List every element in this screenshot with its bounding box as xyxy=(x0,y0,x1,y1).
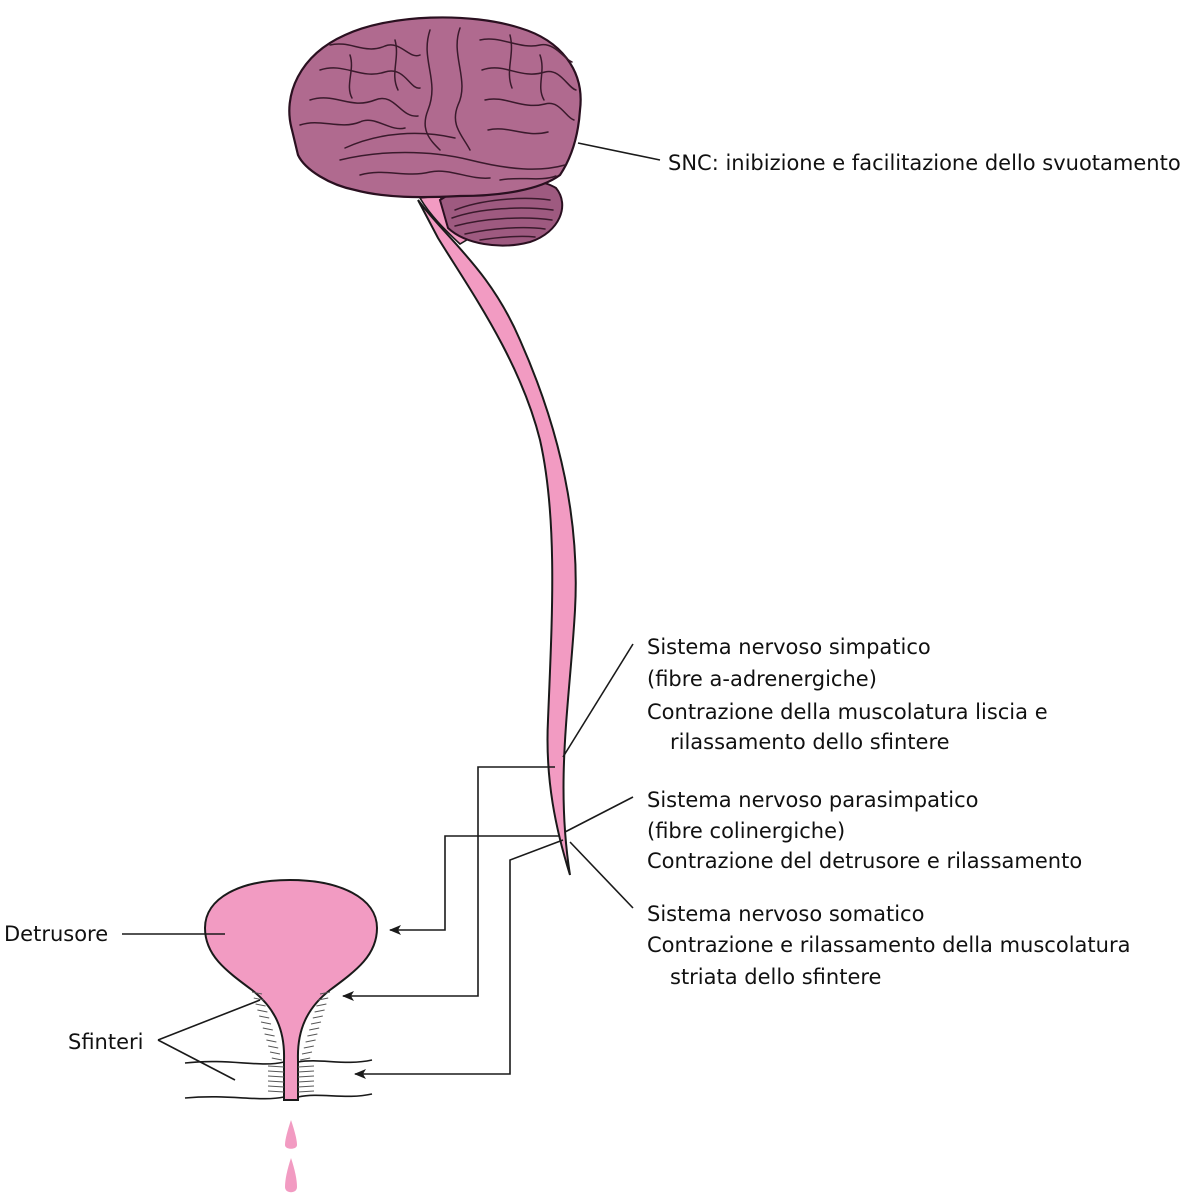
sfinteri-leader-line-1 xyxy=(157,999,261,1041)
label-parasimpatico-fibres: (fibre colinergiche) xyxy=(647,819,845,843)
somatico-leader-line xyxy=(569,841,634,909)
bladder xyxy=(203,878,379,1101)
pelvic-floor xyxy=(184,1059,373,1100)
urine-drop-1 xyxy=(285,1120,297,1149)
sfinteri-leader-line-2 xyxy=(157,1039,236,1081)
label-somatico-effect-2: striata dello sfintere xyxy=(670,965,881,989)
label-snc: SNC: inibizione e facilitazione dello sv… xyxy=(668,151,1181,175)
brain xyxy=(288,16,582,199)
label-somatico-effect-1: Contrazione e rilassamento della muscola… xyxy=(647,933,1130,957)
parasimpatico-pathway-arrow xyxy=(389,835,560,935)
label-parasimpatico-effect: Contrazione del detrusore e rilassamento xyxy=(647,849,1082,873)
label-simpatico-effect-2: rilassamento dello sfintere xyxy=(670,730,950,754)
sphincter-hatching xyxy=(251,991,331,1093)
label-sfinteri: Sfinteri xyxy=(68,1030,144,1054)
label-parasimpatico-title: Sistema nervoso parasimpatico xyxy=(647,788,978,812)
simpatico-leader-line xyxy=(562,643,634,758)
label-simpatico-effect-1: Contrazione della muscolatura liscia e xyxy=(647,700,1048,724)
urine-drop-2 xyxy=(285,1158,297,1193)
simpatico-pathway-arrow xyxy=(342,766,555,1001)
label-somatico-title: Sistema nervoso somatico xyxy=(647,902,924,926)
label-detrusore: Detrusore xyxy=(4,922,108,946)
snc-leader-line xyxy=(577,142,661,161)
somatico-pathway-arrow xyxy=(354,839,564,1079)
parasimpatico-leader-line xyxy=(564,796,634,833)
spinal-cord xyxy=(417,199,577,876)
label-simpatico-title: Sistema nervoso simpatico xyxy=(647,635,931,659)
label-simpatico-fibres: (fibre a-adrenergiche) xyxy=(647,667,877,691)
